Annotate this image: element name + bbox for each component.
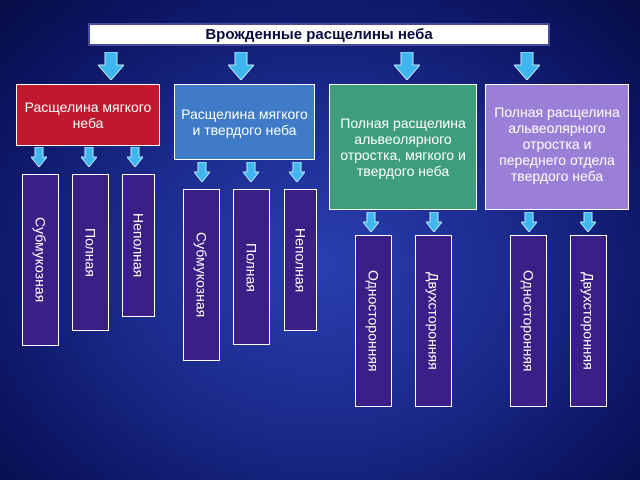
leaf-label: Односторонняя (520, 270, 537, 372)
leaf-label: Неполная (292, 227, 309, 293)
leaf-box: Субмукозная (183, 189, 220, 361)
arrow-down-icon (580, 212, 596, 232)
leaf-box: Односторонняя (510, 235, 547, 407)
arrow-down-icon (514, 52, 540, 80)
leaf-label: Полная (243, 242, 260, 292)
arrow-down-icon (127, 147, 143, 167)
arrow-down-icon (243, 162, 259, 182)
leaf-box: Двухсторонняя (570, 235, 607, 407)
category-soft-palate: Расщелина мягкого неба (16, 84, 160, 146)
leaf-box: Субмукозная (22, 174, 59, 346)
leaf-label: Неполная (130, 213, 147, 278)
arrow-down-icon (426, 212, 442, 232)
leaf-label: Двухсторонняя (580, 272, 597, 370)
category-label: Расщелина мягкого и твердого неба (181, 106, 308, 138)
leaf-box: Двухсторонняя (415, 235, 452, 407)
arrow-down-icon (363, 212, 379, 232)
category-alveolar-anterior-hard: Полная расщелина альвеолярного отростка … (485, 84, 629, 210)
arrow-down-icon (521, 212, 537, 232)
leaf-label: Субмукозная (32, 217, 49, 303)
category-label: Полная расщелина альвеолярного отростка,… (340, 115, 466, 179)
leaf-label: Односторонняя (365, 270, 382, 372)
leaf-box: Неполная (284, 189, 317, 331)
diagram-title: Врожденные расщелины неба (88, 23, 550, 46)
leaf-label: Субмукозная (193, 232, 210, 318)
category-label: Расщелина мягкого неба (24, 99, 152, 131)
leaf-box: Полная (233, 189, 270, 345)
arrow-down-icon (31, 147, 47, 167)
leaf-box: Неполная (122, 174, 155, 317)
arrow-down-icon (98, 52, 124, 80)
arrow-down-icon (194, 162, 210, 182)
arrow-down-icon (81, 147, 97, 167)
category-label: Полная расщелина альвеолярного отростка … (494, 104, 620, 184)
leaf-label: Двухсторонняя (425, 272, 442, 370)
arrow-down-icon (289, 162, 305, 182)
leaf-box: Односторонняя (355, 235, 392, 407)
leaf-box: Полная (72, 174, 109, 331)
category-soft-hard-palate: Расщелина мягкого и твердого неба (174, 84, 315, 160)
category-alveolar-soft-hard: Полная расщелина альвеолярного отростка,… (329, 84, 477, 210)
leaf-label: Полная (82, 228, 99, 277)
arrow-down-icon (228, 52, 254, 80)
arrow-down-icon (394, 52, 420, 80)
